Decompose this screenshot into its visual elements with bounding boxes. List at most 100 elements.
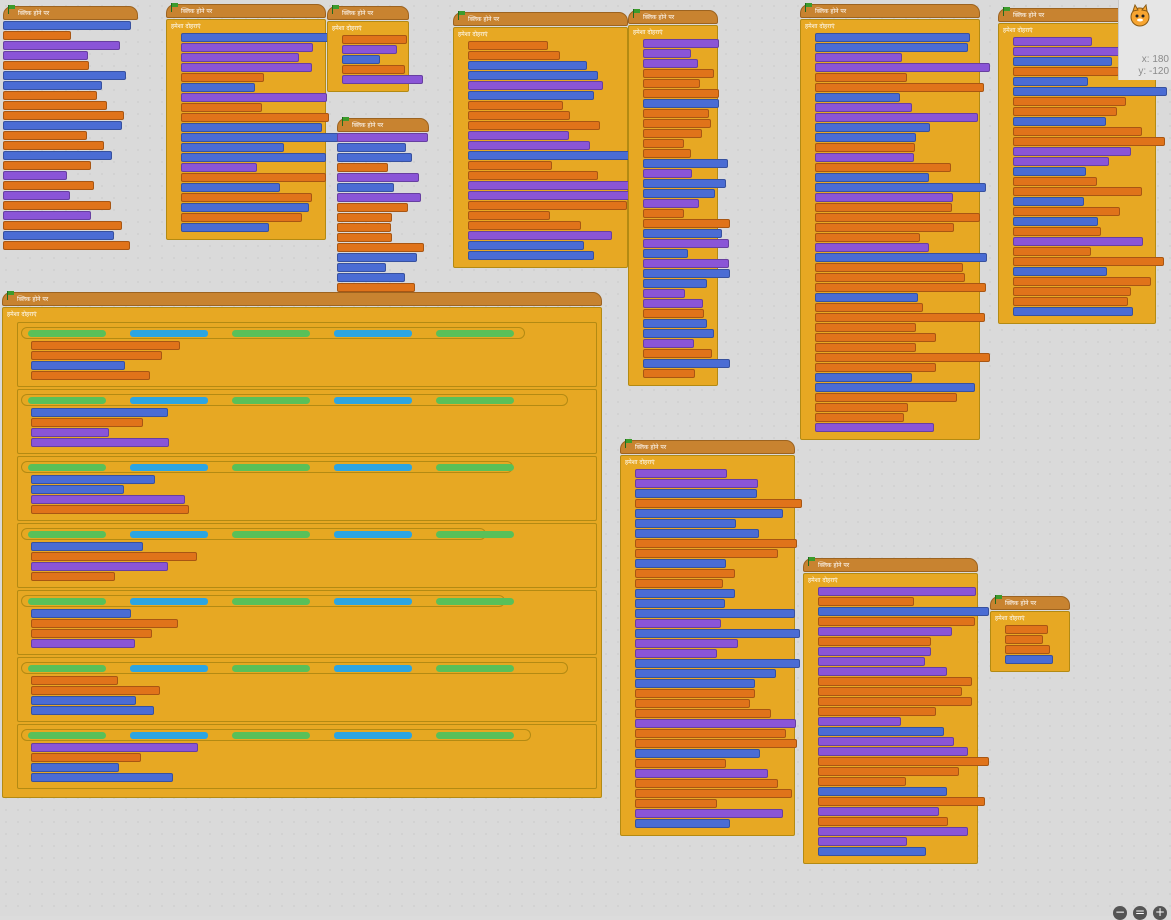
script-block[interactable] [468,181,642,190]
script-block[interactable] [643,189,715,198]
script-block[interactable] [643,159,728,168]
script-block[interactable] [643,339,694,348]
script-block[interactable] [31,773,173,782]
green-flag-hat-block[interactable]: क्लिक होने पर [990,595,1070,610]
script-block[interactable] [31,753,141,762]
zoom-in-button[interactable]: + [1153,905,1167,920]
script-block[interactable] [1013,187,1142,196]
script-block[interactable] [337,143,406,152]
script-block[interactable] [468,81,603,90]
script-block[interactable] [818,817,948,826]
script-block[interactable] [815,343,916,352]
script-block[interactable] [643,149,691,158]
script-block[interactable] [337,223,391,232]
script-block[interactable] [31,408,168,417]
script-block[interactable] [468,161,552,170]
script-block[interactable] [181,63,312,72]
script-block[interactable] [337,183,394,192]
script-block[interactable] [1013,307,1133,316]
script-block[interactable] [337,173,419,182]
script-block[interactable] [815,313,985,322]
script-block[interactable] [818,677,972,686]
green-flag-hat-block[interactable]: क्लिक होने पर [803,557,978,572]
condition-block[interactable] [21,461,514,473]
script-block[interactable] [818,607,989,616]
script-block[interactable] [635,729,786,738]
script-block[interactable] [31,686,160,695]
script-block[interactable] [181,103,262,112]
forever-loop-block[interactable]: हमेशा दोहराएं [628,25,730,386]
script-block[interactable] [815,323,916,332]
script-block[interactable] [1013,47,1135,56]
script-block[interactable] [815,423,934,432]
script-block[interactable] [818,797,985,806]
script-block[interactable] [1013,167,1086,176]
if-block[interactable] [17,523,597,588]
script-block[interactable] [181,33,335,42]
script-block[interactable] [815,393,957,402]
script-block[interactable] [815,173,929,182]
script-block[interactable] [635,799,717,808]
if-block[interactable] [17,456,597,521]
script-block[interactable] [468,91,594,100]
script-block[interactable] [815,213,980,222]
script-block[interactable] [31,371,150,380]
script-block[interactable] [31,639,135,648]
script-block[interactable] [3,181,94,190]
script-block[interactable] [468,51,560,60]
script-block[interactable] [181,83,255,92]
script-block[interactable] [643,299,703,308]
script-block[interactable] [643,139,684,148]
script-block[interactable] [31,341,180,350]
script-block[interactable] [818,777,906,786]
script-block[interactable] [818,747,968,756]
script-block[interactable] [815,73,907,82]
script-block[interactable] [1013,87,1167,96]
script-block[interactable] [181,173,326,182]
script-block[interactable] [1013,137,1165,146]
script-block[interactable] [815,263,963,272]
script-block[interactable] [3,131,87,140]
script-block[interactable] [1013,297,1128,306]
script-block[interactable] [1005,625,1048,634]
script-block[interactable] [1013,147,1131,156]
green-flag-hat-block[interactable]: क्लिक होने पर [2,291,602,306]
script-block[interactable] [31,743,198,752]
script-block[interactable] [818,737,954,746]
script-block[interactable] [643,199,699,208]
script-block[interactable] [643,279,707,288]
script-block[interactable] [31,706,154,715]
forever-loop-block[interactable]: हमेशा दोहराएं [453,27,642,268]
forever-loop-block[interactable]: हमेशा दोहराएं [620,455,802,836]
script-block[interactable] [643,39,719,48]
script-block[interactable] [635,649,717,658]
script-block[interactable] [337,253,417,262]
script-block[interactable] [815,293,918,302]
script-block[interactable] [3,151,112,160]
script-block[interactable] [31,505,189,514]
script-block[interactable] [181,53,299,62]
script-block[interactable] [643,59,698,68]
forever-loop-block[interactable]: हमेशा दोहराएं [166,19,339,240]
script-block[interactable] [815,133,916,142]
script-block[interactable] [1013,217,1098,226]
script-block[interactable] [1005,635,1043,644]
script-block[interactable] [342,65,405,74]
script-block[interactable] [815,223,954,232]
script-block[interactable] [1013,257,1164,266]
green-flag-hat-block[interactable]: क्लिक होने पर [327,5,409,20]
script-block[interactable] [635,699,750,708]
zoom-out-button[interactable]: − [1113,905,1127,920]
script-block[interactable] [468,241,584,250]
script-block[interactable] [3,101,107,110]
script-block[interactable] [643,89,719,98]
script-block[interactable] [815,203,952,212]
script-block[interactable] [1013,237,1143,246]
script-block[interactable] [468,71,598,80]
script-block[interactable] [337,263,386,272]
script-block[interactable] [181,183,280,192]
script-block[interactable] [815,353,990,362]
